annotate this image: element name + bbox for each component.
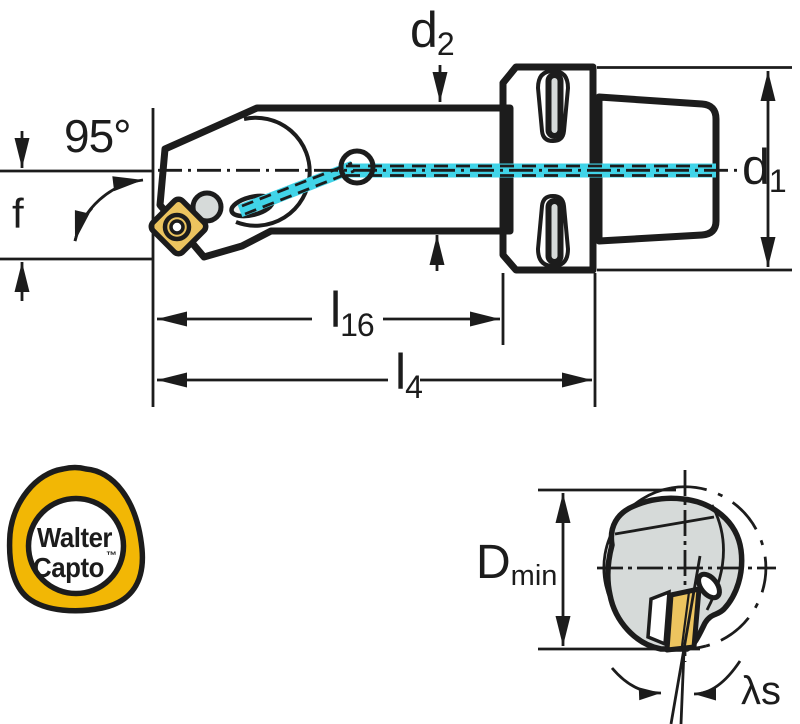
capto-flange <box>499 63 597 274</box>
head-arc <box>235 115 312 228</box>
logo-inner-circle <box>25 495 127 597</box>
main-view: 95° f d2 d1 l16 l4 <box>0 2 792 407</box>
label-d1: d1 <box>742 139 786 199</box>
coolant-junction <box>338 148 376 186</box>
insert-screw <box>162 212 192 242</box>
flange-slot-top <box>536 69 570 143</box>
logo-trademark: ™ <box>106 550 117 562</box>
capto-shank <box>595 93 720 245</box>
tool-body <box>156 104 514 261</box>
logo-text-walter: Walter <box>37 522 113 553</box>
insert <box>148 196 209 257</box>
label-dmin: Dmin <box>476 536 557 592</box>
label-l4: l4 <box>395 344 422 405</box>
label-lambda-s: λs <box>741 669 781 713</box>
section-clamp-hole <box>696 571 722 601</box>
walter-capto-logo: Walter Capto ™ <box>6 464 146 614</box>
bar-cross-section <box>605 495 745 652</box>
insert-pocket <box>190 190 224 224</box>
label-d2: d2 <box>410 2 454 62</box>
cross-section-view: Dmin λs <box>476 470 781 724</box>
flange-slot-bottom <box>536 194 570 268</box>
label-f: f <box>12 190 24 237</box>
label-l16: l16 <box>330 282 374 343</box>
label-95deg: 95° <box>64 110 131 162</box>
logo-text-capto: Capto <box>33 552 104 583</box>
dimension-lines <box>0 65 792 407</box>
